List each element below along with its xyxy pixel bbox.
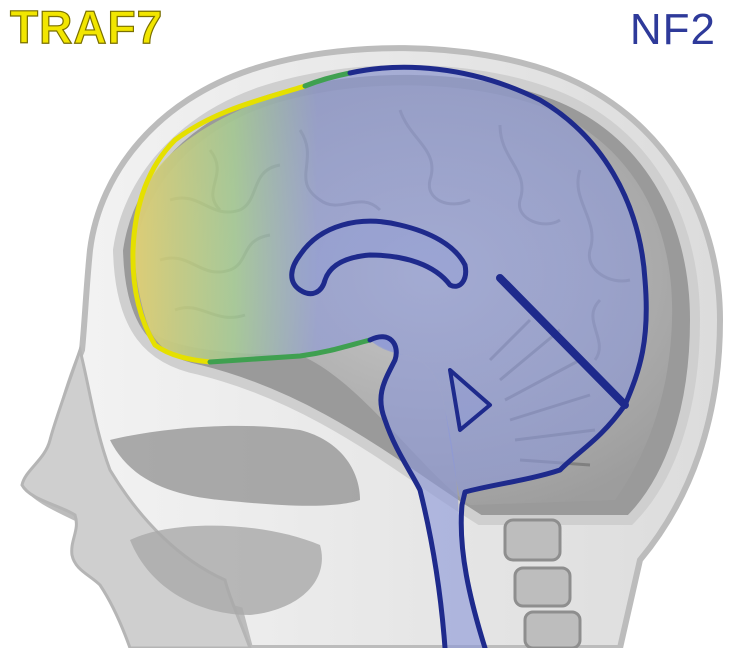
traf7-label: TRAF7 bbox=[10, 4, 163, 50]
nf2-label: NF2 bbox=[630, 8, 716, 52]
